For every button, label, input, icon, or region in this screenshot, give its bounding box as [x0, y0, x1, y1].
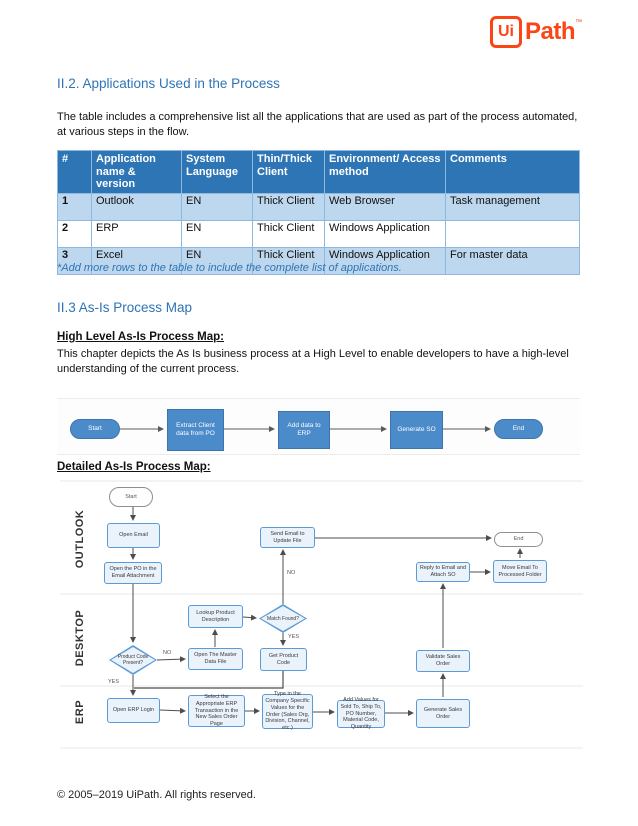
node-lookup-product-description: Lookup Product Description [188, 605, 243, 628]
decision-label: Match Found? [267, 615, 299, 622]
node-move-email-processed: Move Email To Processed Folder [493, 560, 547, 583]
applications-intro-paragraph: The table includes a comprehensive list … [57, 111, 578, 138]
flow-node-add-data-erp: Add data to ERP [278, 411, 330, 449]
cell-comments: For master data [445, 246, 580, 275]
node-send-email-update-file: Send Email to Update File [260, 527, 315, 548]
uipath-logo: Ui Path ™ [489, 16, 582, 48]
uipath-logo-icon: Ui [489, 16, 522, 48]
edge-label-yes: YES [288, 634, 300, 640]
decision-match-found: Match Found? [259, 604, 307, 633]
decision-product-code-present: Product Code Present? [109, 645, 157, 675]
cell-number: 3 [57, 246, 92, 275]
cell-number: 2 [57, 219, 92, 248]
col-header-environment: Environment/ Access method [324, 150, 446, 194]
col-header-language: System Language [181, 150, 253, 194]
high-level-process-map: Start Extract Client data from PO Add da… [57, 398, 580, 455]
node-select-erp-transaction: Select the Appropriate ERP Transaction i… [188, 694, 245, 727]
high-level-map-title: High Level As-Is Process Map: [57, 331, 225, 343]
table-row: 3 Excel EN Thick Client Windows Applicat… [57, 246, 580, 275]
detailed-map-title: Detailed As-Is Process Map: [57, 461, 211, 473]
cell-comments: Task management [445, 192, 580, 221]
cell-client: Thick Client [252, 219, 325, 248]
node-reply-email-attach-so: Reply to Email and Attach SO [416, 562, 470, 582]
cell-language: EN [181, 246, 253, 275]
node-add-order-values: Add Values for Sold To, Ship To, PO Numb… [337, 697, 385, 730]
lane-label-outlook: OUTLOOK [74, 509, 86, 569]
cell-environment: Windows Application [324, 219, 446, 248]
copyright-footer: © 2005–2019 UiPath. All rights reserved. [57, 789, 256, 801]
node-generate-sales-order: Generate Sales Order [416, 699, 470, 728]
lane-label-desktop: DESKTOP [74, 609, 86, 667]
node-get-product-code: Get Product Code [260, 648, 307, 671]
edge-label-yes: YES [108, 679, 120, 685]
node-type-company-values: Type in the Company Specific Values for … [262, 691, 313, 731]
flow-node-generate-so: Generate SO [390, 411, 443, 449]
cell-environment: Web Browser [324, 192, 446, 221]
cell-language: EN [181, 219, 253, 248]
flow-node-extract-client-data: Extract Client data from PO [167, 409, 224, 451]
node-validate-sales-order: Validate Sales Order [416, 650, 470, 672]
col-header-comments: Comments [445, 150, 580, 194]
cell-language: EN [181, 192, 253, 221]
cell-client: Thick Client [252, 192, 325, 221]
node-open-po-attachment: Open the PO in the Email Attachment [104, 562, 162, 584]
node-start: Start [109, 487, 153, 507]
node-open-master-data-file: Open The Master Data File [188, 648, 243, 670]
cell-number: 1 [57, 192, 92, 221]
section-heading-process-map: II.3 As-Is Process Map [57, 300, 193, 315]
cell-environment: Windows Application [324, 246, 446, 275]
table-row: 1 Outlook EN Thick Client Web Browser Ta… [57, 192, 580, 221]
col-header-client: Thin/Thick Client [252, 150, 325, 194]
lane-label-erp: ERP [74, 699, 86, 725]
table-header-row: # Application name & version System Lang… [57, 150, 580, 194]
table-footnote: *Add more rows to the table to include t… [57, 262, 402, 274]
flow-node-end: End [494, 419, 543, 439]
edge-label-no: NO [287, 570, 296, 576]
flow-connectors [120, 426, 491, 432]
trademark-symbol: ™ [575, 19, 582, 26]
detailed-process-map: OUTLOOK DESKTOP ERP Start Open Email Ope… [60, 478, 585, 770]
node-end: End [494, 532, 543, 547]
cell-client: Thick Client [252, 246, 325, 275]
high-level-map-description: This chapter depicts the As Is business … [57, 348, 569, 375]
col-header-app-name: Application name & version [91, 150, 182, 194]
cell-comments [445, 219, 580, 248]
applications-table: # Application name & version System Lang… [57, 150, 580, 275]
cell-app-name: Outlook [91, 192, 182, 221]
cell-app-name: ERP [91, 219, 182, 248]
edge-label-no: NO [163, 650, 172, 656]
detailed-flow-connectors [60, 480, 583, 749]
logo-ui-text: Ui [497, 23, 514, 40]
node-open-email: Open Email [107, 523, 160, 548]
table-row: 2 ERP EN Thick Client Windows Applicatio… [57, 219, 580, 248]
node-open-erp-login: Open ERP Login [107, 698, 160, 723]
col-header-number: # [57, 150, 92, 194]
decision-label: Product Code Present? [117, 654, 149, 666]
flow-node-start: Start [70, 419, 120, 439]
section-heading-applications: II.2. Applications Used in the Process [57, 76, 280, 91]
logo-path-text: Path [524, 18, 576, 45]
